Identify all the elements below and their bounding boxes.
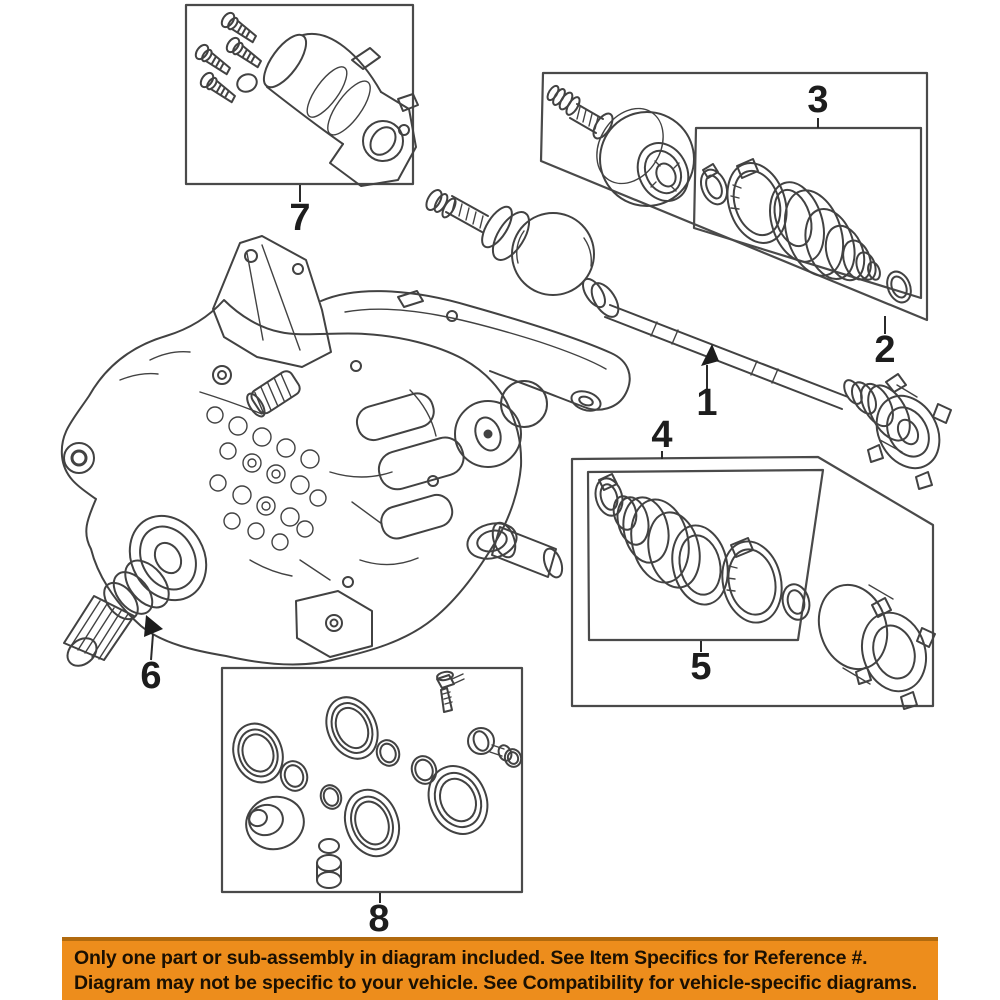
inner-joint-housing — [817, 583, 936, 710]
callout-6-leader — [150, 633, 154, 661]
top-bracket — [212, 235, 332, 368]
callout-1-arrow — [701, 344, 719, 366]
knurled-knob — [246, 370, 301, 418]
oil-seal-icon — [343, 788, 401, 858]
mount-arm — [320, 290, 631, 411]
bearing-cup-icon — [245, 795, 305, 851]
bolt-icon — [199, 71, 236, 104]
o-ring-icon — [319, 784, 343, 810]
callout-5-label: 5 — [690, 646, 711, 688]
motor-body — [262, 32, 419, 187]
callout-1-label: 1 — [696, 382, 717, 424]
disclaimer-banner: Only one part or sub-assembly in diagram… — [62, 937, 938, 1000]
boot-clamp-icon — [886, 270, 912, 304]
callouts: 1 2 3 4 5 6 7 8 — [140, 79, 895, 940]
cv-boot-icon — [769, 181, 881, 282]
callout-7-label: 7 — [289, 197, 310, 239]
outer-cv-joint — [511, 212, 595, 296]
box-5-outline — [586, 468, 825, 642]
disclaimer-line-1: Only one part or sub-assembly in diagram… — [74, 947, 868, 969]
box-2-outline — [539, 71, 929, 322]
outer-joint-kit-drawing — [539, 71, 929, 322]
o-ring-icon — [503, 748, 523, 768]
housing-outline — [60, 299, 523, 666]
boot-clamp-icon — [699, 163, 729, 206]
callout-8-label: 8 — [368, 898, 389, 940]
cv-joint-bell — [599, 111, 695, 207]
callout-4-label: 4 — [651, 414, 672, 456]
gear-cylinders — [355, 392, 465, 540]
boot-clamp-icon — [781, 583, 811, 621]
bolt-icon — [194, 43, 231, 76]
inner-joint-kit-drawing — [570, 455, 936, 710]
cv-boot-icon — [612, 495, 729, 606]
callout-2-label: 2 — [874, 329, 895, 371]
callout-6-label: 6 — [140, 655, 161, 697]
callout-3-label: 3 — [807, 79, 828, 121]
mount-eye — [63, 442, 95, 474]
shaft-bar — [604, 304, 849, 410]
o-ring-icon — [236, 73, 258, 93]
actuator-motor-kit-drawing — [184, 3, 419, 187]
housing-rib-cells — [206, 406, 327, 551]
o-ring-icon — [410, 755, 438, 785]
outer-boot-kit-drawing — [692, 126, 923, 304]
box-8-outline — [220, 666, 524, 894]
seal-kit-drawing — [220, 666, 524, 894]
disclaimer-line-2: Diagram may not be specific to your vehi… — [74, 972, 917, 994]
clamp-band-icon — [721, 537, 783, 624]
side-disc — [454, 400, 522, 468]
oil-seal-icon — [427, 765, 489, 835]
bottom-mount — [295, 590, 373, 658]
axle-shaft-drawing — [425, 189, 952, 490]
o-ring-icon — [375, 739, 401, 767]
box-4-outline — [570, 455, 935, 708]
splined-stub-shaft — [63, 595, 135, 667]
vent-fitting-icon — [436, 670, 465, 713]
oil-seal-icon — [325, 696, 379, 760]
cap-plug-icon — [316, 838, 342, 889]
bolt-icon — [220, 11, 257, 44]
oil-seal-icon — [232, 722, 284, 784]
bolt-icon — [225, 36, 262, 69]
box-3-outline — [692, 126, 923, 300]
differential-assembly-drawing — [60, 235, 631, 667]
callout-6-arrow — [144, 615, 163, 637]
o-ring-icon — [279, 760, 309, 792]
left-output-flange — [103, 514, 208, 621]
